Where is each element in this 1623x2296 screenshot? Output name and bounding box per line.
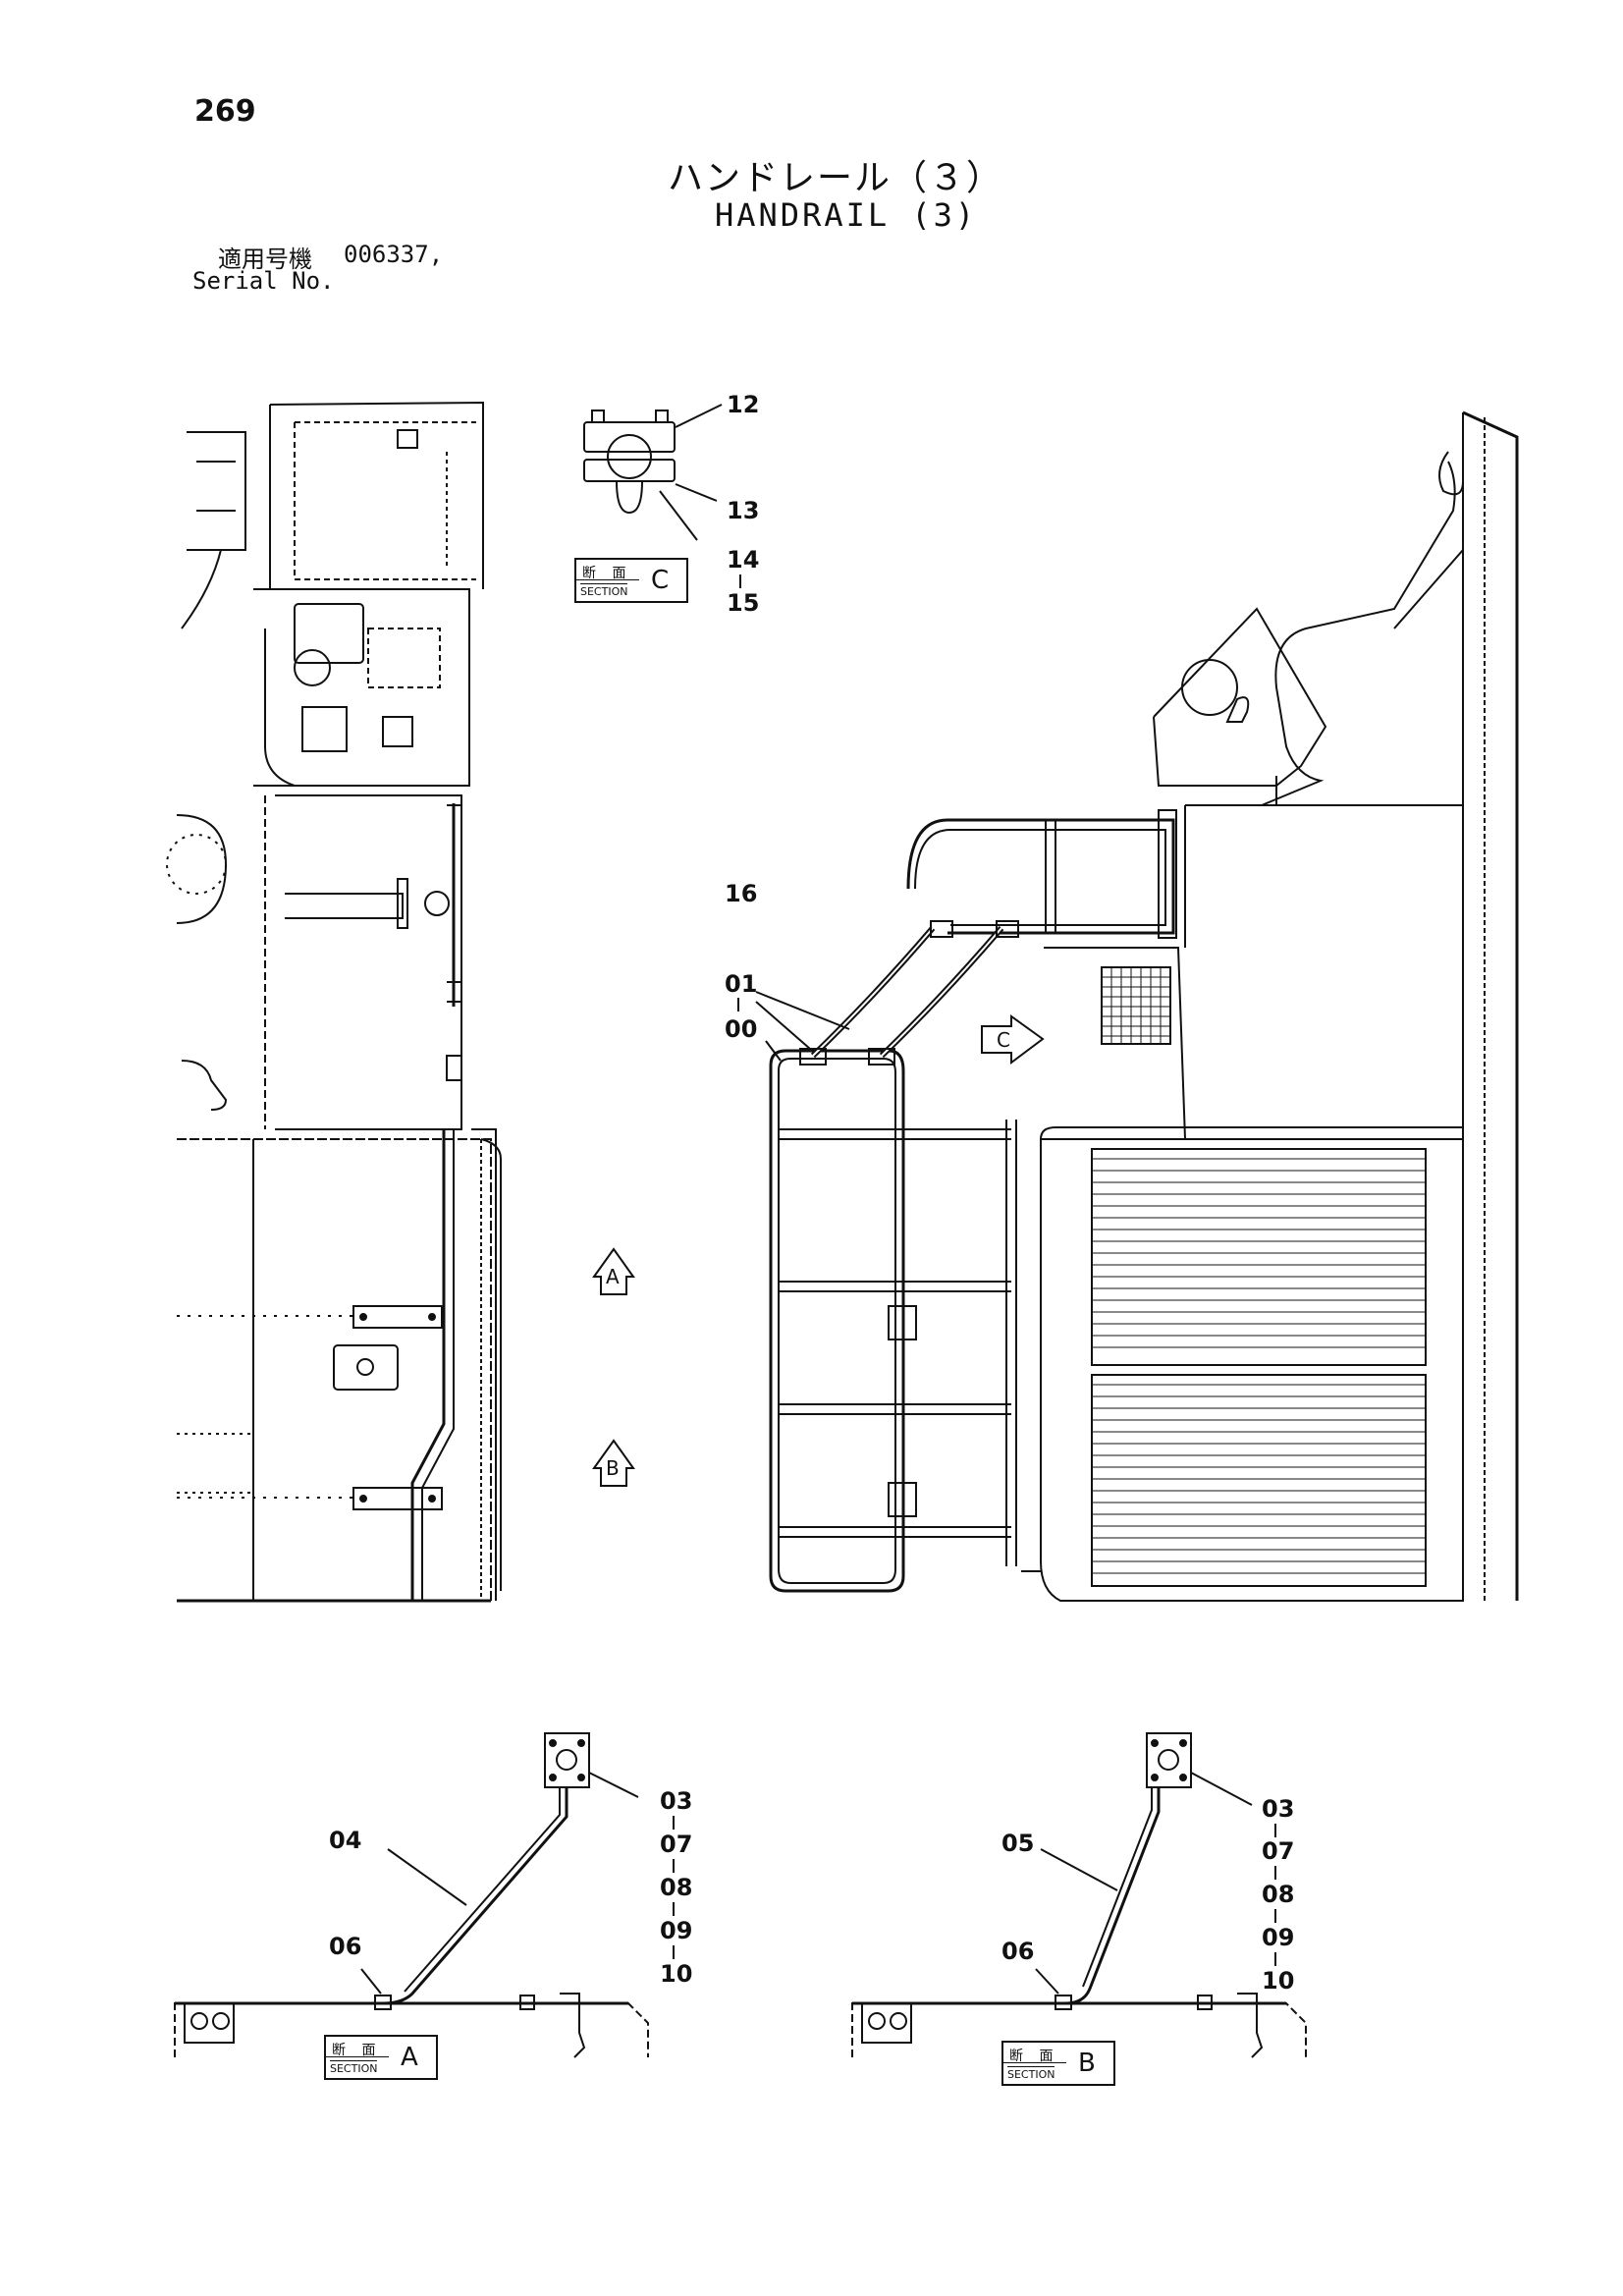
view-arrow-c-label: C (997, 1028, 1010, 1052)
section-a-letter: A (401, 2043, 418, 2072)
callout-b-05: 05 (1001, 1830, 1035, 1857)
callout-a-03: 03 (660, 1787, 693, 1815)
machine-side-view-left (166, 401, 502, 1603)
view-arrow-a (592, 1247, 635, 1295)
callout-b-03: 03 (1262, 1795, 1295, 1823)
section-a-label-jp: 断 面 (332, 2043, 382, 2058)
page-title-japanese: ハンドレール（３） (668, 158, 1004, 198)
serial-label-japanese: 適用号機 (218, 246, 312, 273)
section-c-label-jp: 断 面 (582, 566, 632, 581)
view-arrow-a-label: A (606, 1265, 620, 1288)
callout-a-07: 07 (660, 1831, 693, 1858)
page-title-english: HANDRAIL (3) (715, 196, 978, 234)
callout-15: 15 (727, 589, 760, 617)
section-a-detail (174, 1732, 649, 2058)
callout-b-10: 10 (1262, 1967, 1295, 1995)
section-c-letter: C (651, 566, 670, 595)
section-a-label-en: SECTION (330, 2060, 378, 2075)
callout-a-04: 04 (329, 1827, 362, 1854)
section-b-letter: B (1078, 2049, 1096, 2078)
callout-b-07: 07 (1262, 1837, 1295, 1865)
section-c-label: 断 面 SECTION C (574, 558, 688, 603)
callout-b-06: 06 (1001, 1938, 1035, 1965)
callout-a-06: 06 (329, 1933, 362, 1960)
callout-12: 12 (727, 391, 760, 418)
serial-number-value: 006337, (344, 241, 444, 268)
callout-a-09: 09 (660, 1917, 693, 1944)
callout-14: 14 (727, 546, 760, 574)
callout-00: 00 (725, 1015, 758, 1043)
section-b-label-en: SECTION (1007, 2066, 1055, 2081)
callout-a-08: 08 (660, 1874, 693, 1901)
view-arrow-b-label: B (606, 1456, 620, 1480)
view-arrow-b (592, 1439, 635, 1487)
callout-b-09: 09 (1262, 1924, 1295, 1951)
section-b-label: 断 面 SECTION B (1001, 2041, 1115, 2086)
section-a-label: 断 面 SECTION A (324, 2035, 438, 2080)
leader-01 (765, 1040, 782, 1062)
callout-a-10: 10 (660, 1960, 693, 1988)
section-b-detail (851, 1732, 1307, 2058)
section-b-label-jp: 断 面 (1009, 2049, 1059, 2064)
callout-01: 01 (725, 970, 758, 998)
callout-b-08: 08 (1262, 1881, 1295, 1908)
serial-label-english: Serial No. (192, 267, 335, 295)
view-arrow-c (981, 1014, 1045, 1065)
callout-16: 16 (725, 880, 758, 907)
section-c-label-en: SECTION (580, 583, 628, 598)
leader-16 (755, 991, 850, 1030)
page-number: 269 (194, 94, 256, 129)
section-c-clamp-detail (583, 404, 723, 541)
callout-13: 13 (727, 497, 760, 524)
machine-side-view-right (769, 410, 1519, 1602)
